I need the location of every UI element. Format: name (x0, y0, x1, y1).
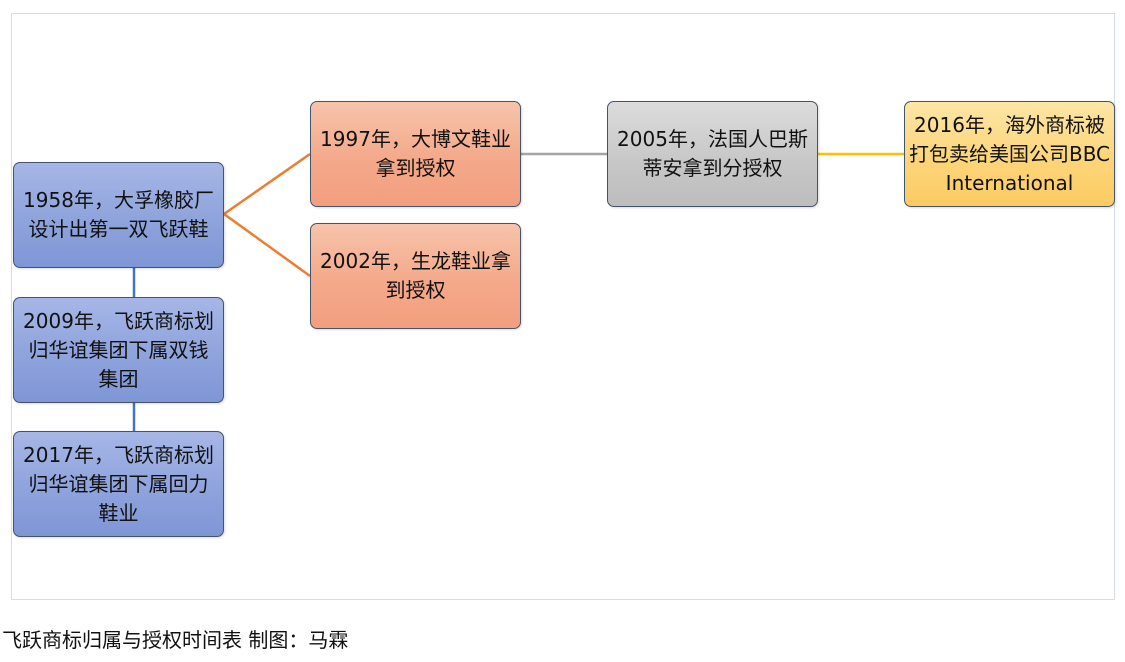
node-2005-label: 2005年，法国人巴斯蒂安拿到分授权 (617, 127, 808, 180)
node-2017: 2017年，飞跃商标划归华谊集团下属回力鞋业 (13, 431, 224, 537)
node-1997-label: 1997年，大博文鞋业拿到授权 (320, 127, 511, 180)
node-1997: 1997年，大博文鞋业拿到授权 (310, 101, 521, 207)
caption: 飞跃商标归属与授权时间表 制图：马霖 (2, 628, 349, 652)
node-2005: 2005年，法国人巴斯蒂安拿到分授权 (607, 101, 818, 207)
node-2016-label: 2016年，海外商标被打包卖给美国公司BBC International (908, 112, 1111, 195)
node-2009-label: 2009年，飞跃商标划归华谊集团下属双钱集团 (23, 308, 214, 391)
node-2016: 2016年，海外商标被打包卖给美国公司BBC International (904, 101, 1115, 207)
node-2002: 2002年，生龙鞋业拿到授权 (310, 223, 521, 329)
node-2009: 2009年，飞跃商标划归华谊集团下属双钱集团 (13, 297, 224, 403)
node-1958-label: 1958年，大孚橡胶厂设计出第一双飞跃鞋 (23, 188, 214, 241)
node-2002-label: 2002年，生龙鞋业拿到授权 (320, 249, 511, 302)
connector-1958-1997 (223, 152, 311, 216)
connector-1958-2002 (223, 212, 311, 278)
node-1958: 1958年，大孚橡胶厂设计出第一双飞跃鞋 (13, 162, 224, 268)
node-2017-label: 2017年，飞跃商标划归华谊集团下属回力鞋业 (23, 442, 214, 525)
